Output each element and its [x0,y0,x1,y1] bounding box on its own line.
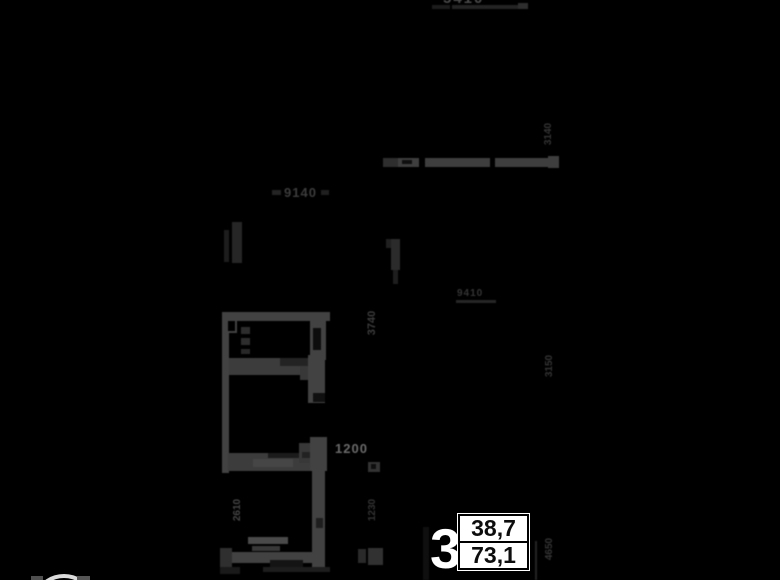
wall-segment [383,158,398,167]
dimension-label-9140: 9140 [284,185,317,200]
total-area-value: 73,1 [471,542,516,568]
dimension-label-9410: 9410 [457,288,484,299]
room-label-smudge [252,546,280,551]
room-label-smudge [248,537,288,544]
logo-arc-end [77,576,90,580]
plan-mark [535,541,537,580]
dimension-label-right-bottom: 4650 [544,537,555,561]
wall-segment [222,312,330,321]
wall-segment [495,158,552,167]
dimension-line [224,230,229,262]
wall-segment [220,548,232,569]
plan-mark [368,548,383,565]
wall-segment [222,312,229,473]
dimension-tick [321,190,329,195]
window-symbol [226,319,237,333]
dimension-label-right-top: 3140 [543,122,554,146]
wall-segment [300,366,308,380]
dimension-line [452,5,520,9]
dimension-label-room-left: 2610 [232,498,243,522]
door-opening [270,560,303,569]
wall-segment [548,156,559,168]
wall-segment [425,158,490,167]
door-opening [316,518,323,528]
wall-segment [220,567,240,574]
door-opening [280,358,310,366]
rooms-count: 3 [430,517,462,580]
wall-shadow [263,567,330,572]
dimension-label-right-middle: 3150 [544,354,555,378]
wall-segment [253,459,293,467]
door-opening [313,328,321,350]
window-hatch [241,327,250,334]
dimension-label-top-partial: 5410 [443,0,484,7]
wall-segment [391,239,400,270]
dimension-line [232,222,242,263]
plan-mark [423,527,429,580]
wall-segment [308,355,325,403]
wall-segment [393,270,398,284]
plan-mark [358,549,366,563]
wall-segment [402,160,412,164]
dimension-label-middle-top: 3740 [366,310,378,336]
logo-arc-end [31,576,43,580]
window-hatch [241,338,250,345]
door-opening [302,452,310,458]
wall-segment [386,239,391,248]
door-opening [313,393,325,402]
dimension-label-1200: 1200 [335,441,368,456]
wall-segment [310,437,327,471]
window-hatch [241,349,250,354]
wall-segment [226,552,318,563]
plan-mark [371,464,376,469]
area-info-box: 38,7 73,1 [457,513,530,571]
dimension-line [456,300,496,303]
dimension-line [432,5,450,9]
door-opening [268,453,303,458]
living-area-value: 38,7 [471,515,516,541]
dimension-tick [272,190,281,195]
dimension-tick [518,3,528,9]
dimension-label-middle-bottom: 1230 [367,498,378,522]
area-box-divider [460,541,527,543]
